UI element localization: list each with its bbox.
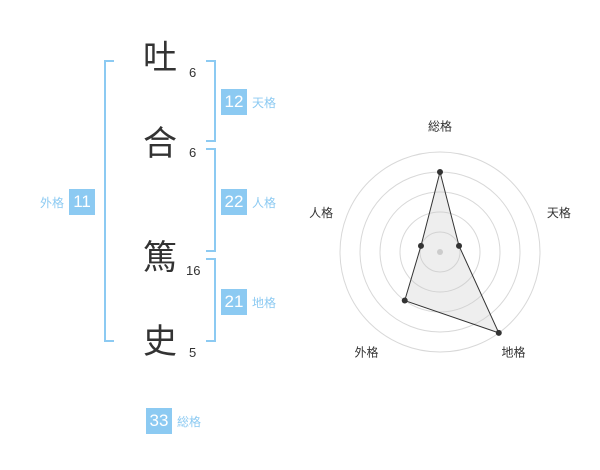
gaikaku-label: 外格 <box>40 195 65 210</box>
tenkaku-value: 12 <box>221 89 247 115</box>
radar-ring-5 <box>339 151 541 353</box>
chikaku-label: 地格 <box>252 295 277 310</box>
radar-axis-label-1: 総格 <box>428 119 452 134</box>
name-char-3: 篤 <box>143 238 177 278</box>
gaikaku-badge: 外格 11 <box>40 189 96 215</box>
soukaku-label: 総格 <box>177 414 202 429</box>
soukaku-value: 33 <box>146 408 172 434</box>
soukaku-badge: 33 総格 <box>146 408 201 434</box>
radar-point-1 <box>437 169 443 175</box>
jinkaku-label: 人格 <box>252 195 277 210</box>
name-char-1: 吐 <box>143 38 177 78</box>
radar-point-5 <box>417 242 424 249</box>
chikaku-bracket <box>206 258 216 342</box>
tenkaku-bracket <box>206 60 216 142</box>
name-char-2: 合 <box>143 124 177 164</box>
jinkaku-bracket <box>206 148 216 252</box>
radar-series-polygon <box>404 171 500 334</box>
radar-ring-2 <box>399 211 481 293</box>
stroke-count-1: 6 <box>189 65 197 80</box>
chikaku-badge: 21 地格 <box>221 289 276 315</box>
radar-axis-label-2: 天格 <box>547 205 571 220</box>
gaikaku-value: 11 <box>69 189 96 215</box>
radar-point-4 <box>401 297 408 304</box>
stroke-count-4: 5 <box>189 345 197 360</box>
stroke-count-3: 16 <box>186 263 201 278</box>
radar-axis-label-3: 地格 <box>501 345 525 360</box>
radar-axis-label-4: 外格 <box>355 345 379 360</box>
radar-ring-1 <box>419 231 461 273</box>
radar-point-2 <box>456 242 463 249</box>
radar-center-dot <box>437 249 443 255</box>
radar-point-3 <box>495 329 502 336</box>
tenkaku-badge: 12 天格 <box>221 89 276 115</box>
stroke-count-2: 6 <box>189 145 197 160</box>
chikaku-value: 21 <box>221 289 247 315</box>
tenkaku-label: 天格 <box>252 95 277 110</box>
jinkaku-value: 22 <box>221 189 247 215</box>
jinkaku-badge: 22 人格 <box>221 189 276 215</box>
radar-ring-3 <box>379 191 501 313</box>
name-char-4: 史 <box>143 322 177 362</box>
gaikaku-bracket <box>104 60 114 342</box>
radar-axis-label-5: 人格 <box>309 205 333 220</box>
